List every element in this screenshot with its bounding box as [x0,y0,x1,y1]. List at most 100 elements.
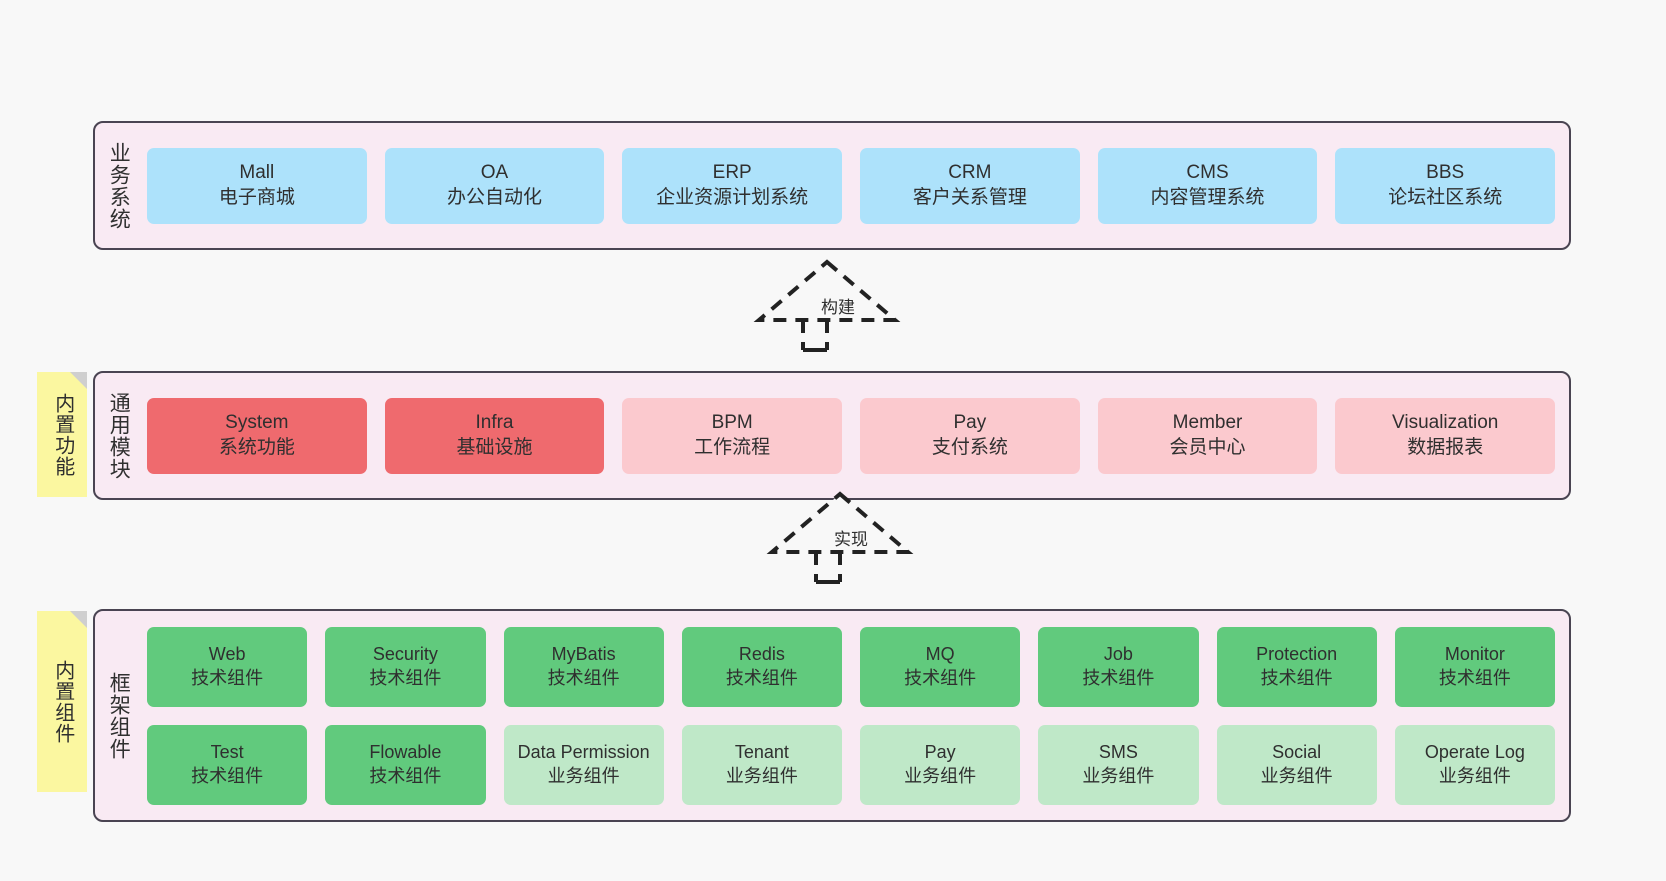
node-title: MyBatis [551,644,616,665]
node-test[interactable]: Test 技术组件 [147,724,308,805]
node-redis[interactable]: Redis 技术组件 [681,626,842,707]
node-title: Mall [239,162,275,184]
layer-row: Test 技术组件 Flowable 技术组件 Data Permission … [147,724,1555,805]
node-mq[interactable]: MQ 技术组件 [860,626,1021,707]
node-title: SMS [1098,742,1138,763]
node-cms[interactable]: CMS 内容管理系统 [1097,147,1318,224]
layer-row: Mall 电子商城 OA 办公自动化 ERP 企业资源计划系统 CRM 客户关系… [147,147,1556,224]
node-subtitle: 业务组件 [1260,765,1333,786]
node-subtitle: 技术组件 [369,765,442,786]
node-title: Visualization [1392,412,1499,434]
node-subtitle: 系统功能 [218,436,295,458]
node-title: BBS [1426,162,1465,184]
node-bpm[interactable]: BPM 工作流程 [622,397,843,474]
node-subtitle: 技术组件 [1438,667,1511,688]
node-system[interactable]: System 系统功能 [147,397,367,474]
node-tenant[interactable]: Tenant 业务组件 [681,724,842,805]
node-mall[interactable]: Mall 电子商城 [147,147,367,224]
arrow-build: 构建 [753,258,905,352]
node-subtitle: 数据报表 [1407,436,1484,458]
arrow-implement: 实现 [766,490,918,584]
node-title: Protection [1256,644,1338,665]
node-sms[interactable]: SMS 业务组件 [1038,724,1199,805]
node-social[interactable]: Social 业务组件 [1216,724,1377,805]
node-operate-log[interactable]: Operate Log 业务组件 [1394,724,1555,805]
node-subtitle: 业务组件 [1438,765,1511,786]
node-subtitle: 工作流程 [694,436,771,458]
node-title: ERP [712,162,752,184]
node-subtitle: 支付系统 [931,436,1008,458]
node-subtitle: 业务组件 [1082,765,1155,786]
node-title: Web [208,644,246,665]
node-erp[interactable]: ERP 企业资源计划系统 [622,147,843,224]
node-title: Security [372,644,438,665]
layer-row: Web 技术组件 Security 技术组件 MyBatis 技术组件 Redi… [147,626,1555,707]
node-job[interactable]: Job 技术组件 [1038,626,1199,707]
arrow-implement-label: 实现 [831,525,871,550]
node-title: CMS [1186,162,1229,184]
layer-body-business: Mall 电子商城 OA 办公自动化 ERP 企业资源计划系统 CRM 客户关系… [141,123,1569,248]
node-subtitle: 业务组件 [725,765,798,786]
node-subtitle: 基础设施 [456,436,533,458]
note-builtin-components[interactable]: 内置组件 [37,611,87,792]
note-label: 内置组件 [51,659,74,744]
node-pay-module[interactable]: Pay 支付系统 [860,397,1080,474]
node-security[interactable]: Security 技术组件 [325,626,486,707]
node-title: Flowable [369,742,442,763]
node-title: Pay [924,742,956,763]
node-visualization[interactable]: Visualization 数据报表 [1335,397,1556,474]
arrow-build-label: 构建 [818,293,858,318]
node-title: MQ [925,644,955,665]
node-title: Redis [738,644,785,665]
node-title: Data Permission [517,742,650,763]
node-web[interactable]: Web 技术组件 [147,626,308,707]
node-member[interactable]: Member 会员中心 [1097,397,1318,474]
node-subtitle: 业务组件 [547,765,620,786]
node-subtitle: 论坛社区系统 [1388,186,1503,208]
node-subtitle: 内容管理系统 [1150,186,1265,208]
node-title: Infra [475,412,514,434]
node-bbs[interactable]: BBS 论坛社区系统 [1335,147,1556,224]
node-pay-component[interactable]: Pay 业务组件 [860,724,1021,805]
node-title: CRM [948,162,992,184]
layer-title-business: 业务系统 [107,141,131,230]
layer-title-modules: 通用模块 [107,391,131,480]
node-subtitle: 业务组件 [904,765,977,786]
node-title: Pay [953,412,987,434]
node-title: Social [1272,742,1322,763]
node-oa[interactable]: OA 办公自动化 [384,147,605,224]
node-mybatis[interactable]: MyBatis 技术组件 [503,626,664,707]
node-protection[interactable]: Protection 技术组件 [1216,626,1377,707]
node-subtitle: 技术组件 [904,667,977,688]
node-title: System [225,412,289,434]
node-subtitle: 技术组件 [191,765,264,786]
note-builtin-features[interactable]: 内置功能 [37,372,87,497]
node-subtitle: 技术组件 [191,667,264,688]
node-subtitle: 技术组件 [547,667,620,688]
node-subtitle: 会员中心 [1169,436,1246,458]
node-title: Member [1172,412,1243,434]
node-subtitle: 技术组件 [1082,667,1155,688]
node-subtitle: 技术组件 [1260,667,1333,688]
node-subtitle: 技术组件 [369,667,442,688]
node-subtitle: 企业资源计划系统 [656,186,809,208]
node-subtitle: 办公自动化 [447,186,543,208]
node-title: Tenant [734,742,789,763]
layer-body-framework: Web 技术组件 Security 技术组件 MyBatis 技术组件 Redi… [141,611,1569,820]
layer-framework-components: 框架组件 Web 技术组件 Security 技术组件 MyBatis 技术组件… [93,609,1571,822]
node-infra[interactable]: Infra 基础设施 [384,397,605,474]
layer-common-modules: 通用模块 System 系统功能 Infra 基础设施 BPM 工作流程 Pay… [93,371,1571,500]
node-title: Test [210,742,244,763]
node-subtitle: 电子商城 [218,186,295,208]
node-crm[interactable]: CRM 客户关系管理 [860,147,1080,224]
layer-business-systems: 业务系统 Mall 电子商城 OA 办公自动化 ERP 企业资源计划系统 CRM… [93,121,1571,250]
layer-row: System 系统功能 Infra 基础设施 BPM 工作流程 Pay 支付系统… [147,397,1556,474]
node-data-permission[interactable]: Data Permission 业务组件 [503,724,664,805]
node-title: BPM [711,412,753,434]
node-flowable[interactable]: Flowable 技术组件 [325,724,486,805]
node-monitor[interactable]: Monitor 技术组件 [1394,626,1555,707]
node-title: Monitor [1444,644,1505,665]
node-subtitle: 技术组件 [725,667,798,688]
node-title: Operate Log [1424,742,1525,763]
